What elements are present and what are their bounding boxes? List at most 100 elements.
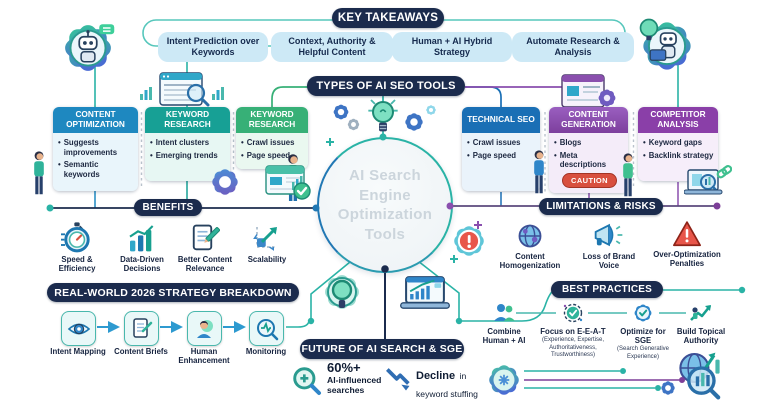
browser-gear-icon xyxy=(560,73,616,111)
stat-label: AI-influenced searches xyxy=(327,374,382,395)
limitation-label: Content Homogenization xyxy=(499,252,561,271)
stat-value: Decline xyxy=(416,370,456,382)
globe-magnifier-icon xyxy=(672,348,728,402)
monitoring-icon xyxy=(256,318,278,340)
bullet-text: Meta descriptions xyxy=(559,150,607,170)
bullet-dot: • xyxy=(467,150,470,160)
bullet-dot: • xyxy=(643,150,646,160)
bullet-text: Emerging trends xyxy=(155,150,218,160)
magnifier-plus-icon xyxy=(291,365,323,397)
future-banner: FUTURE OF AI SEARCH & SGE xyxy=(300,339,464,359)
laptop-link-icon xyxy=(684,160,732,202)
stat-value: 60%+ xyxy=(327,360,361,375)
check-badge-icon xyxy=(563,303,583,323)
benefit-label: Data-Driven Decisions xyxy=(120,255,164,274)
bullet-dot: • xyxy=(643,138,646,147)
type-box-content-generation: CONTENT GENERATION •Blogs •Meta descript… xyxy=(549,107,628,193)
best-practice-label: Combine Human + AI xyxy=(482,327,526,346)
bullet-dot: • xyxy=(554,150,557,160)
limitation-item: Content Homogenization xyxy=(496,222,564,270)
spreadsheet-check-icon xyxy=(264,164,312,200)
benefit-label: Speed & Efficiency xyxy=(58,255,96,274)
type-box-title: CONTENT GENERATION xyxy=(549,107,628,133)
key-takeaways-banner: KEY TAKEAWAYS xyxy=(332,8,444,28)
bar-chart-icon xyxy=(129,225,154,252)
central-title-line: AI Search xyxy=(349,167,421,184)
bullet-text: Keyword gaps xyxy=(648,138,703,147)
globe-icon xyxy=(518,224,542,248)
alert-gear-icon xyxy=(448,220,490,262)
gear-icon xyxy=(345,116,362,133)
gear-icon xyxy=(658,378,678,398)
takeaway-item: Automate Research & Analysis xyxy=(512,32,634,62)
best-practices-banner: BEST PRACTICES xyxy=(551,281,663,298)
robot-laptop-gear-icon xyxy=(636,15,698,77)
limitation-item: Loss of Brand Voice xyxy=(578,220,640,270)
future-stat: Decline in keyword stuffing xyxy=(416,366,492,402)
bullet-text: Page speed xyxy=(472,150,517,160)
gear-icon xyxy=(483,359,525,401)
central-title-circle: AI Search Engine Optimization Tools xyxy=(317,137,453,273)
strategy-step-label: Content Briefs xyxy=(114,347,168,356)
bullet-dot: • xyxy=(150,150,153,160)
benefits-banner: BENEFITS xyxy=(134,199,202,216)
brief-document-icon xyxy=(132,317,152,338)
limitation-item: Over-Optimization Penalties xyxy=(645,220,729,268)
type-box-technical-seo: TECHNICAL SEO •Crawl issues •Page speed xyxy=(462,107,540,191)
best-practice-label: Build Topical Authority xyxy=(676,327,726,346)
mini-bars-icon xyxy=(212,86,224,100)
type-box-title: KEYWORD RESEARCH xyxy=(236,107,308,133)
bullet-text: Suggests improvements xyxy=(63,138,118,157)
bullet-text: Crawl issues xyxy=(472,138,521,147)
bullet-text: Intent clusters xyxy=(155,138,210,147)
type-box-content-optimization: CONTENT OPTIMIZATION •Suggests improveme… xyxy=(53,107,138,191)
best-practice-sub: (Experience, Expertise, Authoritativenes… xyxy=(541,337,605,359)
strategy-step-label: Monitoring xyxy=(245,347,287,356)
bullet-text: Semantic keywords xyxy=(63,160,100,180)
best-practice-label: Focus on E-E-A-T xyxy=(540,327,606,336)
best-practice-sub: (Search Generative Experience) xyxy=(616,346,670,360)
caution-badge: CAUTION xyxy=(562,173,617,188)
mini-bars-icon xyxy=(140,86,152,100)
growth-person-icon xyxy=(690,305,712,321)
stopwatch-icon xyxy=(61,222,90,253)
decline-arrow-icon xyxy=(385,366,413,394)
gear-icon xyxy=(401,109,427,135)
type-box-title: CONTENT OPTIMIZATION xyxy=(53,107,138,133)
takeaway-item: Context, Authority & Helpful Content xyxy=(271,32,393,62)
types-banner: TYPES OF AI SEO TOOLS xyxy=(307,76,465,96)
takeaway-item: Intent Prediction over Keywords xyxy=(158,32,268,62)
gear-icon xyxy=(424,103,438,117)
human-icon xyxy=(196,319,213,338)
best-practice-label: Optimize for SGE xyxy=(620,327,666,346)
bullet-dot: • xyxy=(554,138,557,147)
best-practice-item: Focus on E-E-A-T (Experience, Expertise,… xyxy=(534,301,612,360)
central-title-line: Optimization xyxy=(337,206,433,223)
central-title-line: Tools xyxy=(364,225,406,243)
type-box-keyword-research-1: KEYWORD RESEARCH •Intent clusters •Emerg… xyxy=(145,107,230,181)
bullet-dot: • xyxy=(241,150,244,160)
benefit-item: Speed & Efficiency xyxy=(42,221,112,273)
bullet-dot: • xyxy=(467,138,470,147)
bullet-dot: • xyxy=(58,138,61,147)
strategy-step-label: Intent Mapping xyxy=(50,347,106,356)
people-icon xyxy=(494,304,515,321)
bullet-dot: • xyxy=(150,138,153,147)
benefit-label: Scalability xyxy=(247,255,287,264)
bullet-text: Backlink strategy xyxy=(648,150,714,160)
person-figure-icon xyxy=(28,150,50,200)
browser-magnifier-icon xyxy=(152,71,210,109)
benefit-item: Scalability xyxy=(236,221,298,264)
warning-triangle-icon xyxy=(673,221,701,247)
limitations-banner: LIMITATIONS & RISKS xyxy=(539,198,663,215)
scale-arrow-icon xyxy=(253,227,277,251)
strategy-step-label: Human Enhancement xyxy=(178,347,230,366)
strategy-step-tile xyxy=(61,311,96,346)
bullet-text: Crawl issues xyxy=(246,138,295,147)
type-box-competitor-analysis: COMPETITOR ANALYSIS •Keyword gaps •Backl… xyxy=(638,107,718,181)
strategy-banner: REAL-WORLD 2026 STRATEGY BREAKDOWN xyxy=(47,283,299,302)
bullet-text: Page speed xyxy=(246,150,291,160)
gear-lightbulb-icon xyxy=(318,268,366,318)
type-box-title: KEYWORD RESEARCH xyxy=(145,107,230,133)
lightbulb-icon xyxy=(367,96,399,136)
